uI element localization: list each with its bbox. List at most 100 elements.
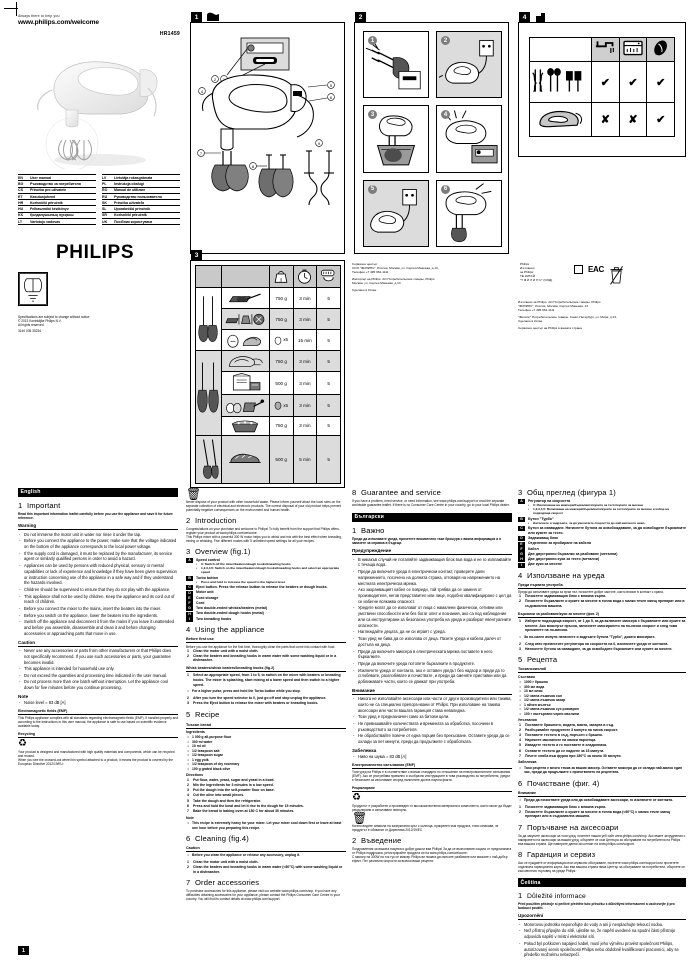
cleaning-row-motor-unit: ✘ ✘ ✔	[529, 102, 675, 137]
batter-bowl-icon	[232, 420, 259, 432]
cleaning-item-accessories	[529, 60, 592, 104]
lower-into-bowl-illustration	[376, 115, 416, 166]
section-number: 7	[186, 878, 191, 888]
ingredient-item: 10 мл олио	[518, 689, 686, 694]
butter-sugar-icon	[229, 293, 262, 303]
cs-warning-item: Než přístroj připojíte do sítě, ujistěte…	[518, 928, 686, 940]
section-title: Cleaning (fig.4)	[195, 834, 249, 844]
direction-item: Bake the bread in baking oven at 180 C f…	[187, 809, 295, 814]
language-name: Korisnički priručnik	[30, 200, 63, 205]
caution-item: This appliance is intended for household…	[18, 666, 178, 672]
figure-1-tag: 1	[191, 12, 202, 23]
caution-item: Do not exceed the quantities and process…	[18, 673, 178, 679]
overview-label: Две двустранни куки за тесто (метални)	[528, 557, 600, 562]
section-number: 4	[186, 625, 191, 635]
header-speed-cell	[316, 265, 341, 288]
bg-before-first-use-text: Преди да използвате уреда за пръв път, п…	[518, 590, 664, 595]
qty-cell: 750 g	[268, 286, 294, 310]
bg-recycling-text-2: Когато видите символа на зачеркнатия кръ…	[352, 824, 499, 833]
important-lead: Read this important information leaflet …	[18, 511, 173, 521]
bg-warning-item: Преди да включите миксера в електрическа…	[352, 649, 512, 661]
document-code: 3140 035 35234	[18, 329, 42, 333]
overview-letter: F	[186, 601, 193, 607]
unplug-illustration	[370, 188, 417, 233]
cleaning-table: ✔ ✔ ✔ ✘ ✘ ✔	[529, 37, 675, 137]
overview-subitem: 1,2,3,4,5: Switch on the mixer/beaters/d…	[196, 566, 346, 575]
qty-cell: 500 g	[268, 371, 294, 396]
svg-text:5: 5	[330, 83, 333, 88]
warning-item: This appliance shall not be used by chil…	[18, 594, 178, 606]
directions-list: Put flour, water, yeast, sugar and yeast…	[186, 778, 346, 814]
overview-letter: D	[518, 536, 525, 542]
bg-warning-item: Наглеждайте децата, да не си играят с ур…	[352, 629, 512, 635]
section-number: 8	[352, 488, 357, 497]
cs-important-lead: Před použitím přístroje si pečlivě přečt…	[518, 901, 675, 911]
section-title: Рецепта	[527, 655, 558, 665]
crossed-wheelie-bin-icon: 🗑	[186, 487, 202, 501]
weight-icon: g	[274, 270, 288, 283]
overview-letter: B	[518, 516, 525, 522]
speed-cell: 5	[316, 308, 341, 331]
qty-cell: 750 g	[268, 350, 294, 373]
introduction-p2: This Philips mixer with a powerful 300 W…	[186, 535, 342, 543]
step-item: Clean the beaters and kneading hooks in …	[187, 653, 337, 663]
class-ii-mark	[574, 265, 583, 274]
step-panel-4: 4	[436, 105, 502, 173]
direction-item: Печете хляба във фурна при 180°C за окол…	[519, 753, 622, 758]
philips-wordmark: PHILIPS	[56, 242, 135, 263]
cake-mix-icon	[225, 314, 265, 325]
overview-subitem: 0: Switch off the mixer/beaters/dough ho…	[196, 562, 346, 567]
cs-warning-list: Motorovou jednotku neponořujte do vody a…	[518, 922, 686, 958]
section-title: Using the appliance	[195, 625, 265, 635]
warning-heading: Warning	[18, 523, 178, 531]
time-cell: 3 min	[292, 371, 318, 396]
recipe-note: This recipe is extremely heavy for your …	[186, 821, 346, 830]
bg-directions-heading: Упътвания	[518, 718, 537, 723]
section-number: 7	[518, 823, 523, 833]
section-number: 1	[18, 500, 23, 510]
language-name: Uporabniški priročnik	[114, 207, 151, 212]
cleaning-mark: ✔	[646, 60, 675, 104]
motor-unit-icon	[539, 110, 583, 127]
recycling-heading: Recycling	[18, 732, 178, 739]
dishwasher-icon	[623, 40, 643, 56]
cleaning-caution-list: Before you clean the appliance or releas…	[186, 853, 346, 858]
section-title: Important	[27, 500, 61, 510]
section-title: Recipe	[195, 709, 220, 719]
header-attachment	[195, 265, 222, 288]
eac-mark: EAC	[588, 265, 604, 274]
model-number: HR1459	[159, 31, 180, 37]
ingredient-item: 10 ml oil	[186, 744, 346, 749]
language-name: Посібник користувача	[114, 219, 153, 224]
language-bar-bulgarian: Български	[352, 513, 512, 522]
figure-1-panel: 1 2 1 3 4	[190, 12, 345, 254]
section-number: 6	[518, 778, 523, 788]
overview-label: Turbo button	[196, 575, 219, 580]
section-number: 2	[186, 516, 191, 525]
step-number: 4	[441, 110, 450, 120]
step-item: Select an appropriate speed, from 1 to 5…	[187, 673, 341, 687]
figure-1-drawing: 2 1 3 4 5 6 7	[197, 37, 335, 206]
section-number: 3	[518, 488, 523, 497]
figure-2-step-grid: 1 2	[363, 31, 502, 247]
ce-approval-mark	[18, 272, 48, 306]
dough-hooks-icon	[197, 362, 220, 414]
step-panel-6: 6	[436, 179, 502, 247]
website-url: www.philips.com/welcome	[18, 19, 99, 27]
service-addr-line: Изготвено за Philips: АО Потребительские…	[518, 300, 601, 304]
speed-cell: 5	[316, 394, 341, 417]
time-cell: 3 min	[292, 415, 318, 436]
bg-recycling-loop-icon: ♻	[352, 792, 361, 804]
service-addr-line: Сделано в Китае	[352, 288, 377, 293]
text-column-english-2: 🗑 Never dispose of your product with oth…	[186, 488, 346, 960]
